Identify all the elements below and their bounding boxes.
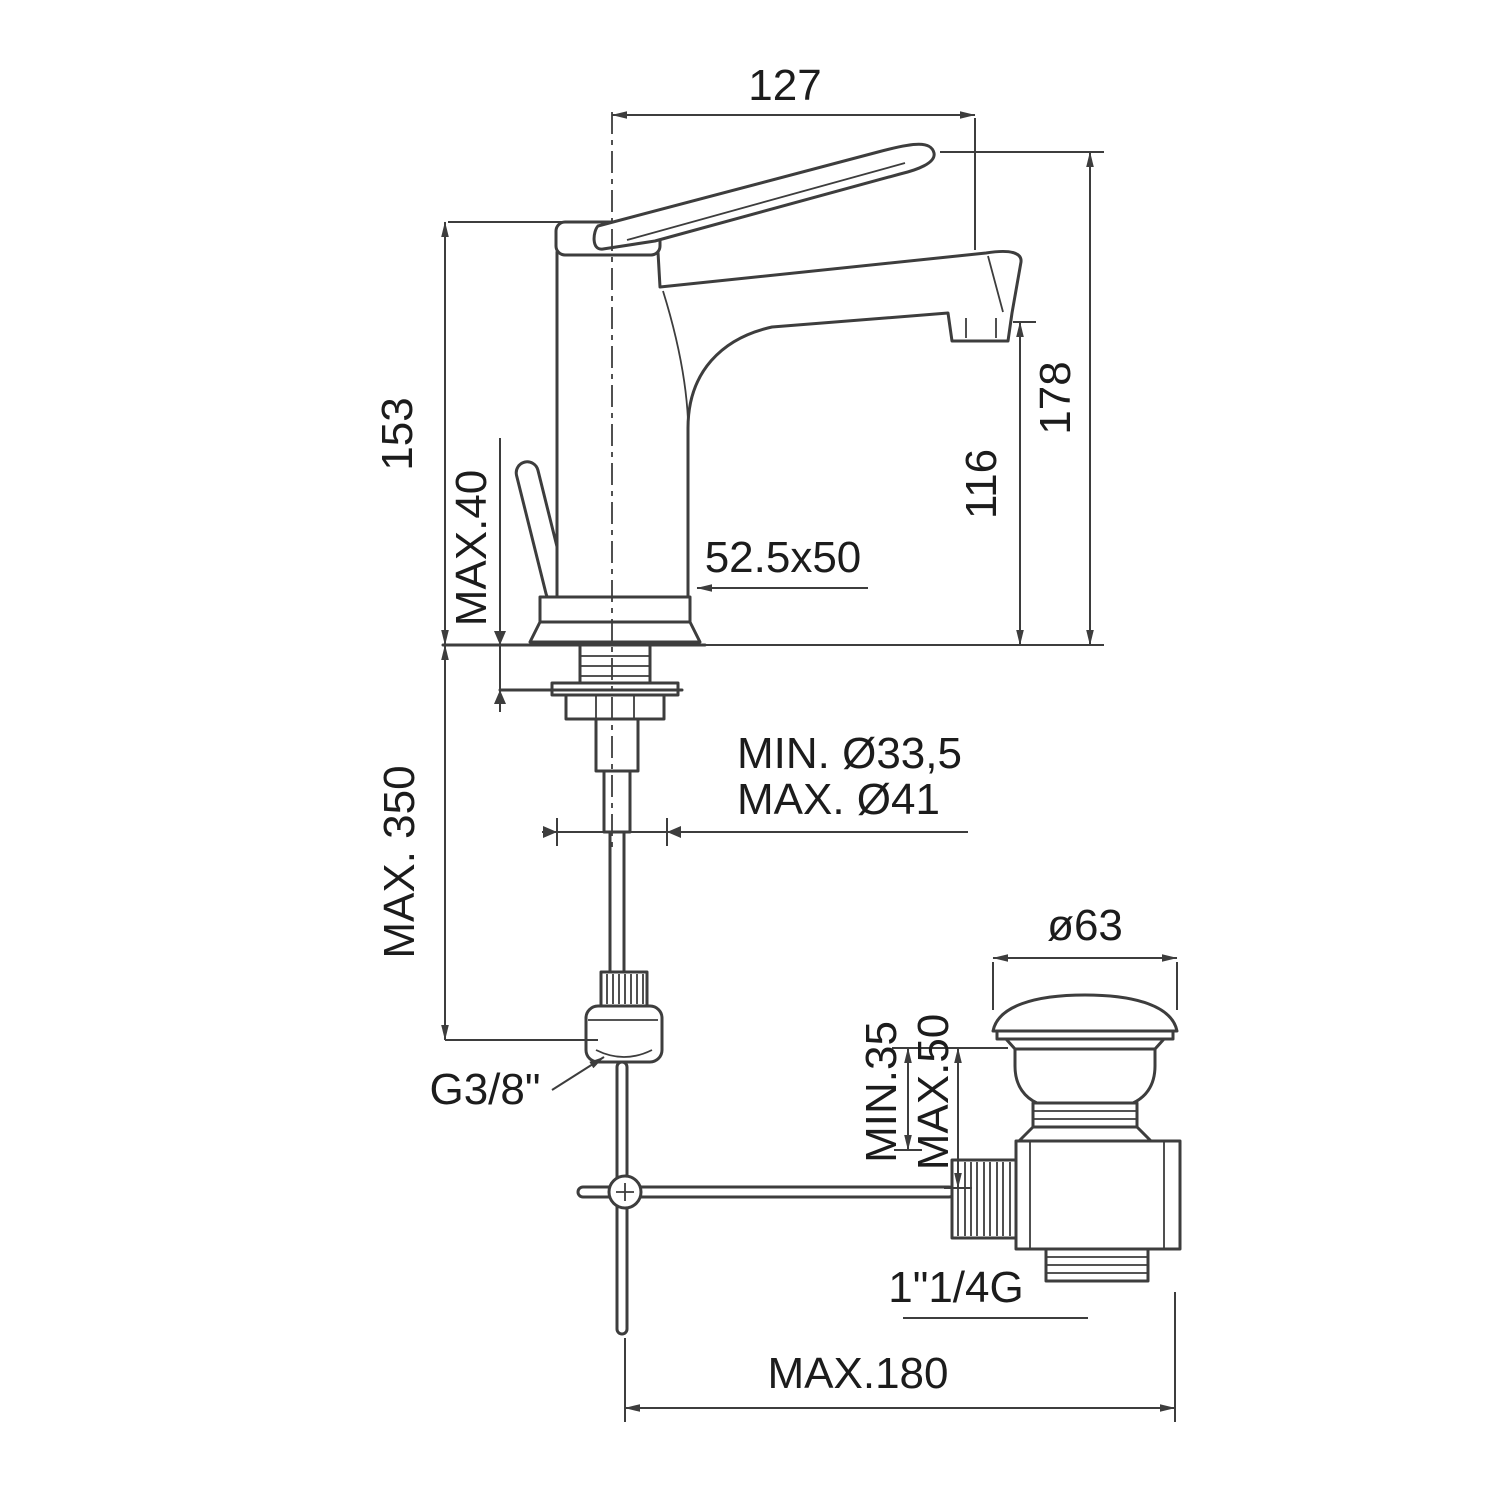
- base-plate: [538, 595, 692, 624]
- drain-assembly-group: [950, 993, 1182, 1283]
- supply-tube-lower: [602, 769, 632, 834]
- dim-52x50-label: 52.5x50: [705, 533, 862, 582]
- ball-joint-screw-cross: [616, 1183, 634, 1201]
- dim-max40-arrow-top: [494, 631, 506, 645]
- thread-supply-label: G3/8": [429, 1065, 540, 1114]
- waste-upper-body: [1013, 1047, 1157, 1105]
- hose-knurled-collar: [599, 970, 649, 1008]
- dim-max50-label: MAX.50: [909, 1014, 958, 1171]
- dim-d63-label: ø63: [1047, 901, 1123, 950]
- spout-tip-detail: [987, 255, 1004, 313]
- base-flange: [528, 620, 702, 644]
- waste-flare: [1017, 1125, 1153, 1143]
- dim-178-label: 178: [1031, 361, 1080, 434]
- waste-threaded-collar: [1031, 1101, 1139, 1129]
- knurl-hatching: [606, 974, 644, 1004]
- flex-hose: [608, 830, 626, 974]
- dim-max40-arrow-bottom: [494, 690, 506, 704]
- dim-max40-label: MAX.40: [447, 470, 496, 627]
- dimension-labels-group: 127 153 MAX.40 178 116 52.5x50 MIN. Ø33,…: [373, 61, 1123, 1398]
- collar-threads: [1033, 1110, 1137, 1120]
- dim-min-hole-label: MIN. Ø33,5: [737, 729, 962, 778]
- thread-supply-leader: [551, 1056, 605, 1091]
- mounting-hardware-group: [550, 643, 680, 1064]
- lever-handle: [592, 142, 936, 251]
- waste-knurl-hatching: [957, 1162, 1011, 1236]
- mounting-nut: [564, 693, 666, 721]
- dim-max180-label: MAX.180: [768, 1349, 949, 1398]
- dim-hole-arrow-left: [543, 826, 557, 838]
- dim-127-label: 127: [748, 61, 821, 110]
- dim-116-label: 116: [957, 449, 1006, 519]
- dim-153-label: 153: [373, 397, 422, 470]
- supply-tube-upper: [594, 717, 640, 773]
- lower-body-details: [1029, 1141, 1165, 1249]
- shank-threads: [580, 655, 650, 677]
- dim-max-hole-label: MAX. Ø41: [737, 775, 940, 824]
- threaded-shank: [578, 643, 652, 685]
- dim-hole-arrow-right: [667, 826, 681, 838]
- thread-waste-label: 1"1/4G: [888, 1263, 1023, 1312]
- lever-detail-line: [626, 162, 906, 241]
- dimension-lines-group: [441, 111, 1178, 1422]
- dim-max350-label: MAX. 350: [375, 765, 424, 958]
- dim-min35-label: MIN.35: [857, 1021, 906, 1163]
- mounting-nut-facets: [595, 695, 635, 719]
- waste-lower-body: [1014, 1139, 1182, 1251]
- waste-cap-dome: [991, 993, 1179, 1033]
- faucet-body-group: [514, 142, 1023, 644]
- faucet-body-spout: [555, 249, 1023, 599]
- body-corner-detail: [662, 290, 689, 421]
- tailpiece-threads: [1046, 1256, 1148, 1274]
- g38-nut-detail-2: [595, 1049, 653, 1058]
- g38-connection-nut: [584, 1004, 664, 1064]
